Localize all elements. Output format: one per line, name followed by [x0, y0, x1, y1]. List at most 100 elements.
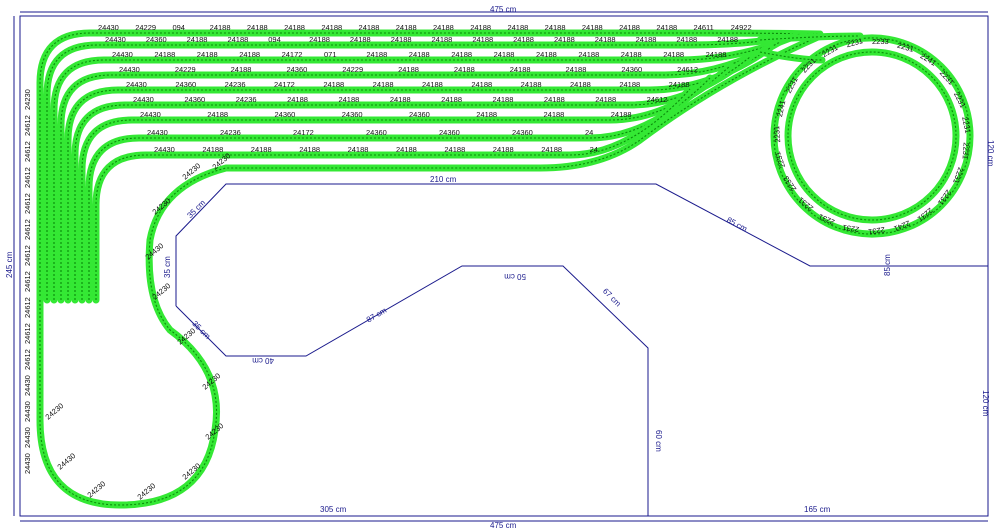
left-main-loop-rail [39, 35, 821, 506]
track-label: 24188 [444, 145, 465, 154]
track-label: 2231 [951, 166, 965, 185]
track-label: 24188 [227, 35, 248, 44]
track-label: 24172 [274, 80, 295, 89]
track-label: 24188 [187, 35, 208, 44]
track-label: 24188 [619, 23, 640, 32]
track-label: 24188 [611, 110, 632, 119]
track-label: 24188 [432, 35, 453, 44]
inner-wall-lower [175, 265, 649, 516]
track-label: 24360 [286, 65, 307, 74]
track-label: 24188 [507, 23, 528, 32]
track-label: 24188 [323, 80, 344, 89]
track-label: 24236 [225, 80, 246, 89]
dim-bottom-165: 165 cm [804, 505, 831, 514]
track-label: 24229 [342, 65, 363, 74]
track-label: 24188 [309, 35, 330, 44]
track-label: 24360 [184, 95, 205, 104]
track-label: 24360 [621, 65, 642, 74]
track-label: 24188 [409, 50, 430, 59]
dim-right-height-lower: 120 cm [981, 390, 990, 417]
track-label: 24230 [44, 401, 66, 421]
track-label: 24188 [451, 50, 472, 59]
track-label: 24188 [287, 95, 308, 104]
track-label: 24188 [578, 50, 599, 59]
track-label: 24188 [476, 110, 497, 119]
track-label: 24188 [510, 65, 531, 74]
track-label: 2231 [845, 36, 864, 49]
track-label: 094 [268, 35, 281, 44]
track-label: 24360 [409, 110, 430, 119]
dim-left-height: 245 cm [5, 251, 14, 278]
track-label: 24360 [439, 128, 460, 137]
track-label: 24430 [133, 95, 154, 104]
track-label: 24236 [236, 95, 257, 104]
dim-inner-85-right: 85 cm [883, 254, 892, 276]
dim-right-height: 120 cm [986, 140, 995, 167]
track-label: 24360 [366, 128, 387, 137]
track-label: 24188 [454, 65, 475, 74]
yard-track-6-rail [74, 56, 751, 300]
dim-inner-40: 40 cm [252, 356, 274, 365]
track-label: 2241 [893, 219, 912, 234]
track-label: 24188 [284, 23, 305, 32]
track-label: 24188 [470, 23, 491, 32]
track-label: 24 [585, 128, 593, 137]
right-loop-inner-rail [787, 51, 957, 221]
track-label: 2231 [842, 223, 860, 234]
track-label: 24188 [396, 23, 417, 32]
track-label: 24188 [619, 80, 640, 89]
track-label: 24188 [350, 35, 371, 44]
yard-track-5-rail [67, 47, 771, 300]
track-label: 24430 [140, 110, 161, 119]
right-loop-lead-b-rail [759, 51, 823, 61]
track-label: 24188 [656, 23, 677, 32]
track-label: 24188 [321, 23, 342, 32]
track-label: 24430 [147, 128, 168, 137]
track-label: 24612 [23, 115, 32, 136]
dim-bottom-width: 475 cm [490, 521, 517, 530]
track-label: 24430 [105, 35, 126, 44]
track-label: 24188 [636, 35, 657, 44]
track-label: 24188 [197, 50, 218, 59]
track-label: 24230 [23, 89, 32, 110]
track-label: 2231 [896, 41, 915, 54]
track-label: 24188 [396, 145, 417, 154]
track-label: 2241 [775, 100, 787, 118]
track-label: 24188 [545, 23, 566, 32]
track-label: 24188 [239, 50, 260, 59]
yard-track-5-bed [64, 44, 774, 304]
inner-wall-upper [175, 183, 988, 306]
track-label: 24430 [56, 451, 78, 471]
track-label: 24430 [112, 50, 133, 59]
track-label: 24188 [359, 23, 380, 32]
track-label: 24188 [513, 35, 534, 44]
track-label: 24188 [338, 95, 359, 104]
track-label: 24611 [694, 23, 714, 32]
track-label: 24188 [207, 110, 228, 119]
track-label: 24430 [23, 401, 32, 422]
track-label: 24188 [348, 145, 369, 154]
track-label: 24188 [582, 23, 603, 32]
track-label: 24188 [554, 35, 575, 44]
track-label: 24430 [98, 23, 119, 32]
track-label: 2231 [961, 142, 971, 159]
yard-track-3-rail [53, 33, 801, 300]
track-label: 24188 [493, 95, 514, 104]
track-label: 24188 [391, 35, 412, 44]
track-label: 24188 [390, 95, 411, 104]
left-column-labels: 2423024612246122461224612246122461224612… [23, 89, 32, 474]
track-label: 24612 [23, 297, 32, 318]
dim-inner-60: 60 cm [654, 430, 663, 452]
track-label: 24612 [23, 219, 32, 240]
track-label: 24612 [647, 95, 668, 104]
track-label: 24922 [731, 23, 752, 32]
right-loop-outer-bed [770, 34, 974, 238]
track-label: 24360 [275, 110, 296, 119]
track-label: 24188 [433, 23, 454, 32]
track-label: 24188 [154, 50, 175, 59]
track-label: 24612 [23, 193, 32, 214]
track-label: 24188 [541, 145, 562, 154]
track-label: 24430 [154, 145, 175, 154]
track-label: 24612 [23, 323, 32, 344]
track-label: 24188 [663, 50, 684, 59]
